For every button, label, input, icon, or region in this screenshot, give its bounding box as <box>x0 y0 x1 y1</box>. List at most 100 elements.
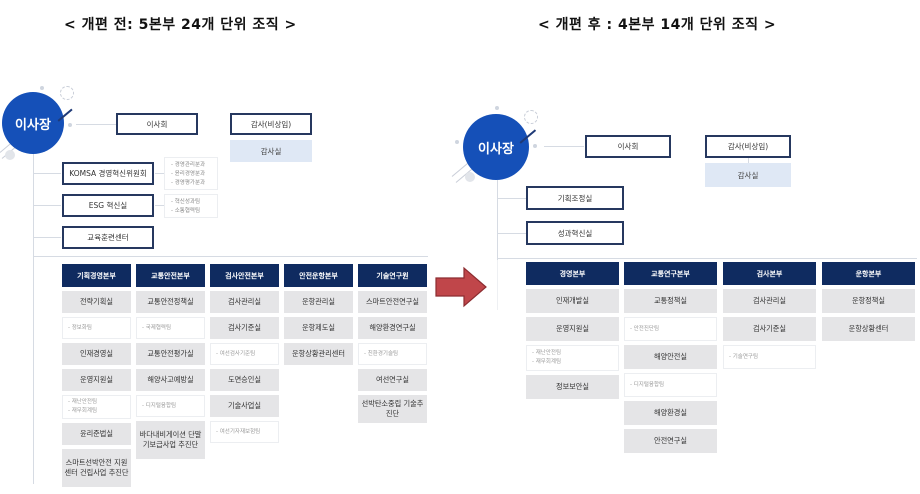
team-item: - 디지털융합팀 <box>142 402 177 409</box>
audit-office-box: 감사실 <box>705 163 791 187</box>
direct-unit-box: 기획조정실 <box>526 186 624 210</box>
unit-box: 인재개발실 <box>526 289 619 313</box>
connector <box>33 154 34 484</box>
unit-box: 검사기준실 <box>210 317 279 339</box>
team-item: - 소통협력팀 <box>171 208 201 214</box>
hq-column: 안전운항본부 운항관리실 운항제도실 운항상황관리센터 <box>284 264 353 365</box>
connector <box>155 173 165 174</box>
unit-box: 운항정책실 <box>822 289 915 313</box>
team-item: - 재무회계팀 <box>532 359 562 365</box>
connector <box>76 124 116 125</box>
team-item: - 재난안전팀 <box>68 399 98 405</box>
connector <box>33 256 428 257</box>
decoration-dot <box>5 150 15 160</box>
hq-header: 운항본부 <box>822 262 915 285</box>
hq-column: 교통안전본부 교통안전정책실 - 국제협력팀 교통안전평가실 해양사고예방실 -… <box>136 264 205 459</box>
hq-column: 운항본부 운항정책실 운항상황센터 <box>822 262 915 341</box>
team-list: - 기술연구팀 <box>723 345 816 369</box>
team-item: - 여선검사기준팀 <box>216 350 256 357</box>
connector <box>544 146 584 147</box>
sparkle-icon <box>524 110 538 124</box>
unit-box: 인재경영실 <box>62 343 131 365</box>
team-item: - 혁신성과팀 <box>171 199 201 205</box>
direct-unit-box: KOMSA 경영혁신위원회 <box>62 162 154 185</box>
unit-box: 해양사고예방실 <box>136 369 205 391</box>
hq-header: 검사안전본부 <box>210 264 279 287</box>
divider <box>497 250 498 310</box>
team-item: - 윤리경영분과 <box>171 171 206 177</box>
decoration-dot <box>40 86 44 90</box>
team-list: - 재난안전팀 - 재무회계팀 <box>526 345 619 371</box>
hq-header: 교통안전본부 <box>136 264 205 287</box>
team-item: - 기술연구팀 <box>729 353 759 360</box>
connector <box>497 180 498 260</box>
connector <box>155 205 165 206</box>
hq-header: 안전운항본부 <box>284 264 353 287</box>
team-item: - 재무회계팀 <box>68 408 98 414</box>
connector <box>33 237 61 238</box>
team-item: - 재난안전팀 <box>532 350 562 356</box>
decoration-dot <box>465 172 475 182</box>
team-item: - 디지털융합팀 <box>630 381 665 388</box>
unit-box: 운영지원실 <box>62 369 131 391</box>
hq-column: 교통연구본부 교통정책실 - 안전진단팀 해양안전실 - 디지털융합팀 해양환경… <box>624 262 717 453</box>
team-list: - 국제협력팀 <box>136 317 205 339</box>
team-item: - 국제협력팀 <box>142 324 172 331</box>
chair-node: 이사장 <box>463 114 529 180</box>
chair-node: 이사장 <box>2 92 64 154</box>
right-arrow-icon <box>435 266 487 308</box>
unit-box: 스마트선박안전 지원센터 건립사업 추진단 <box>62 449 131 487</box>
board-box: 이사회 <box>116 113 198 135</box>
team-list: - 디지털융합팀 <box>136 395 205 417</box>
team-list: - 안전진단팀 <box>624 317 717 341</box>
unit-box: 바다내비게이션 단말기보급사업 추진단 <box>136 421 205 459</box>
team-item: - 안전진단팀 <box>630 325 660 332</box>
unit-box: 운항상황센터 <box>822 317 915 341</box>
unit-box: 검사기준실 <box>723 317 816 341</box>
decoration-dot <box>455 140 459 144</box>
connector <box>497 198 527 199</box>
hq-header: 경영본부 <box>526 262 619 285</box>
hq-column: 검사본부 검사관리실 검사기준실 - 기술연구팀 <box>723 262 816 369</box>
unit-box: 여선연구실 <box>358 369 427 391</box>
unit-box: 교통안전정책실 <box>136 291 205 313</box>
unit-box: 해양환경연구실 <box>358 317 427 339</box>
unit-box: 선박탄소중립 기술추진단 <box>358 395 427 423</box>
team-list: - 경영관리분과 - 윤리경영분과 - 경영평가분과 <box>164 157 218 190</box>
board-box: 이사회 <box>585 135 671 158</box>
hq-column: 검사안전본부 검사관리실 검사기준실 - 여선검사기준팀 도면승인실 기술사업실… <box>210 264 279 443</box>
audit-office-box: 감사실 <box>230 140 312 162</box>
unit-box: 정보보안실 <box>526 375 619 399</box>
team-item: - 친환경기술팀 <box>364 350 399 357</box>
team-item: - 경영평가분과 <box>171 180 206 186</box>
direct-unit-box: ESG 혁신실 <box>62 194 154 217</box>
unit-box: 안전연구실 <box>624 429 717 453</box>
unit-box: 스마트안전연구실 <box>358 291 427 313</box>
connector <box>33 205 61 206</box>
unit-box: 기술사업실 <box>210 395 279 417</box>
connector <box>497 233 527 234</box>
team-list: - 여선검사기준팀 <box>210 343 279 365</box>
hq-column: 경영본부 인재개발실 운영지원실 - 재난안전팀 - 재무회계팀 정보보안실 <box>526 262 619 399</box>
unit-box: 교통안전평가실 <box>136 343 205 365</box>
decoration-dot <box>68 123 72 127</box>
before-title: < 개편 전: 5본부 24개 단위 조직 > <box>64 17 297 33</box>
connector <box>33 173 61 174</box>
unit-box: 운영지원실 <box>526 317 619 341</box>
team-list: - 여선기자재보험팀 <box>210 421 279 443</box>
team-item: - 여선기자재보험팀 <box>216 428 261 435</box>
hq-column: 기획경영본부 전략기획실 - 정보화팀 인재경영실 운영지원실 - 재난안전팀 … <box>62 264 131 487</box>
direct-unit-box: 성과혁신실 <box>526 221 624 245</box>
after-title: < 개편 후 : 4본부 14개 단위 조직 > <box>538 17 777 33</box>
unit-box: 도면승인실 <box>210 369 279 391</box>
team-item: - 정보화팀 <box>68 324 92 331</box>
hq-column: 기술연구원 스마트안전연구실 해양환경연구실 - 친환경기술팀 여선연구실 선박… <box>358 264 427 423</box>
unit-box: 검사관리실 <box>723 289 816 313</box>
auditor-box: 감사(비상임) <box>705 135 791 158</box>
hq-header: 기획경영본부 <box>62 264 131 287</box>
decoration-dot <box>533 144 537 148</box>
team-list: - 정보화팀 <box>62 317 131 339</box>
connector <box>497 258 917 259</box>
hq-header: 검사본부 <box>723 262 816 285</box>
connector <box>748 158 749 164</box>
